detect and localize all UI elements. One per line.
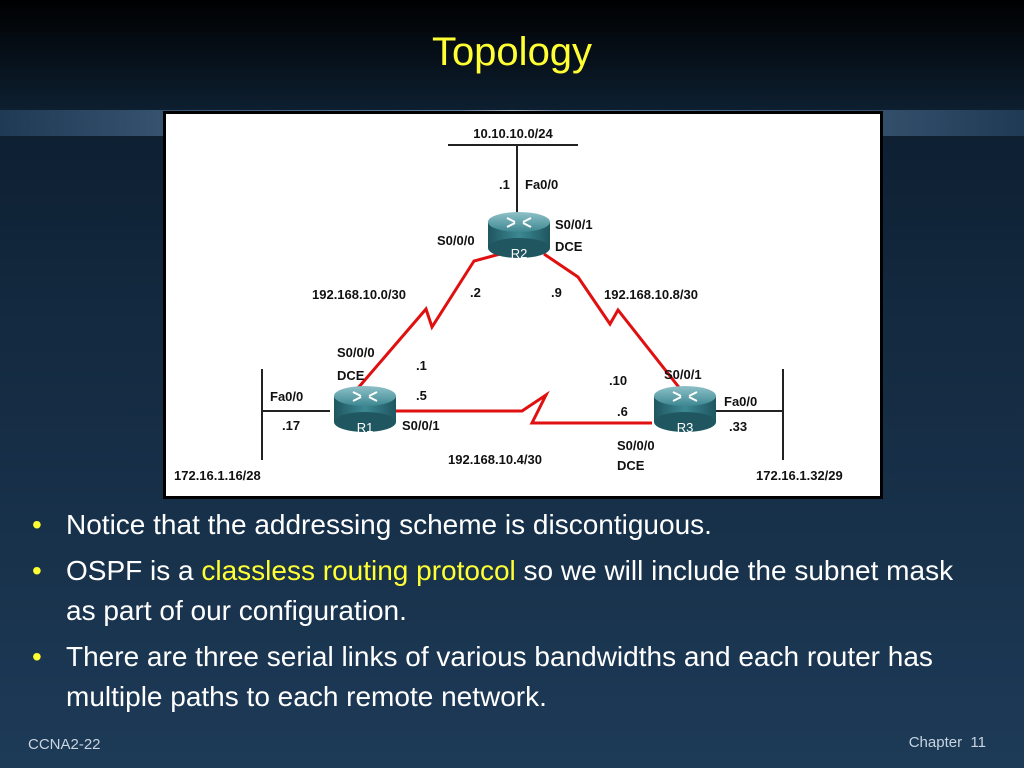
r3-fa-name: Fa0/0	[724, 394, 757, 409]
bullet-highlight: classless routing protocol	[201, 555, 516, 586]
bullet-item: • Notice that the addressing scheme is d…	[28, 505, 988, 545]
link-r1-r3-network: 192.168.10.4/30	[448, 452, 542, 467]
router-r1: R1	[334, 386, 396, 435]
serial-link-r1-r2	[350, 252, 501, 396]
footer-chapter: Chapter 11	[909, 734, 986, 751]
r1-s001: S0/0/1	[402, 418, 440, 433]
r2-fa-address: .1	[499, 177, 510, 192]
bullet-dot: •	[32, 641, 42, 672]
title-band	[0, 0, 1024, 110]
r1-right-address: .5	[416, 388, 427, 403]
r3-s001: S0/0/1	[664, 367, 702, 382]
bullet-item: • OSPF is a classless routing protocol s…	[28, 551, 988, 631]
r2-s001: S0/0/1	[555, 217, 593, 232]
r1-dce: DCE	[337, 368, 365, 383]
router-r2: R2	[488, 212, 550, 261]
footer-course: CCNA2-22	[28, 736, 101, 753]
top-lan-network: 10.10.10.0/24	[473, 126, 553, 141]
link-r1-r2-network: 192.168.10.0/30	[312, 287, 406, 302]
r1-fa-address: .17	[282, 418, 300, 433]
router-r3: R3	[654, 386, 716, 435]
bullet-dot: •	[32, 509, 42, 540]
topology-diagram: R2 R1 R3	[163, 111, 883, 499]
r1-fa-name: Fa0/0	[270, 389, 303, 404]
r3-s000: S0/0/0	[617, 438, 655, 453]
serial-link-r1-r3	[396, 390, 652, 425]
footer-chapter-label: Chapter	[908, 734, 963, 751]
slide-title: Topology	[431, 30, 593, 74]
right-lan-network: 172.16.1.32/29	[756, 468, 843, 483]
r3-left-address: .6	[617, 404, 628, 419]
bullet-list: • Notice that the addressing scheme is d…	[28, 505, 988, 723]
left-lan-network: 172.16.1.16/28	[174, 468, 261, 483]
footer-page-number: 11	[970, 734, 986, 751]
bullet-item: • There are three serial links of variou…	[28, 637, 988, 717]
router-r2-label: R2	[511, 246, 528, 261]
r3-dce: DCE	[617, 458, 645, 473]
bullet-text: Notice that the addressing scheme is dis…	[66, 509, 712, 540]
r2-fa-name: Fa0/0	[525, 177, 558, 192]
r2-right-address: .9	[551, 285, 562, 300]
topology-svg: R2 R1 R3	[166, 114, 880, 496]
bullet-text-post: so we will include the subnet mask as pa…	[66, 555, 954, 626]
r2-dce: DCE	[555, 239, 583, 254]
r2-s000: S0/0/0	[437, 233, 475, 248]
bullet-dot: •	[32, 555, 42, 586]
r1-up-address: .1	[416, 358, 427, 373]
router-r3-label: R3	[677, 420, 694, 435]
bullet-text-pre: OSPF is a	[66, 555, 202, 586]
link-r2-r3-network: 192.168.10.8/30	[604, 287, 698, 302]
r3-fa-address: .33	[729, 419, 747, 434]
bullet-text: There are three serial links of various …	[66, 641, 933, 712]
r1-s000: S0/0/0	[337, 345, 375, 360]
r3-up-address: .10	[609, 373, 627, 388]
router-r1-label: R1	[357, 420, 374, 435]
r2-left-address: .2	[470, 285, 481, 300]
serial-link-r2-r3	[543, 252, 687, 396]
